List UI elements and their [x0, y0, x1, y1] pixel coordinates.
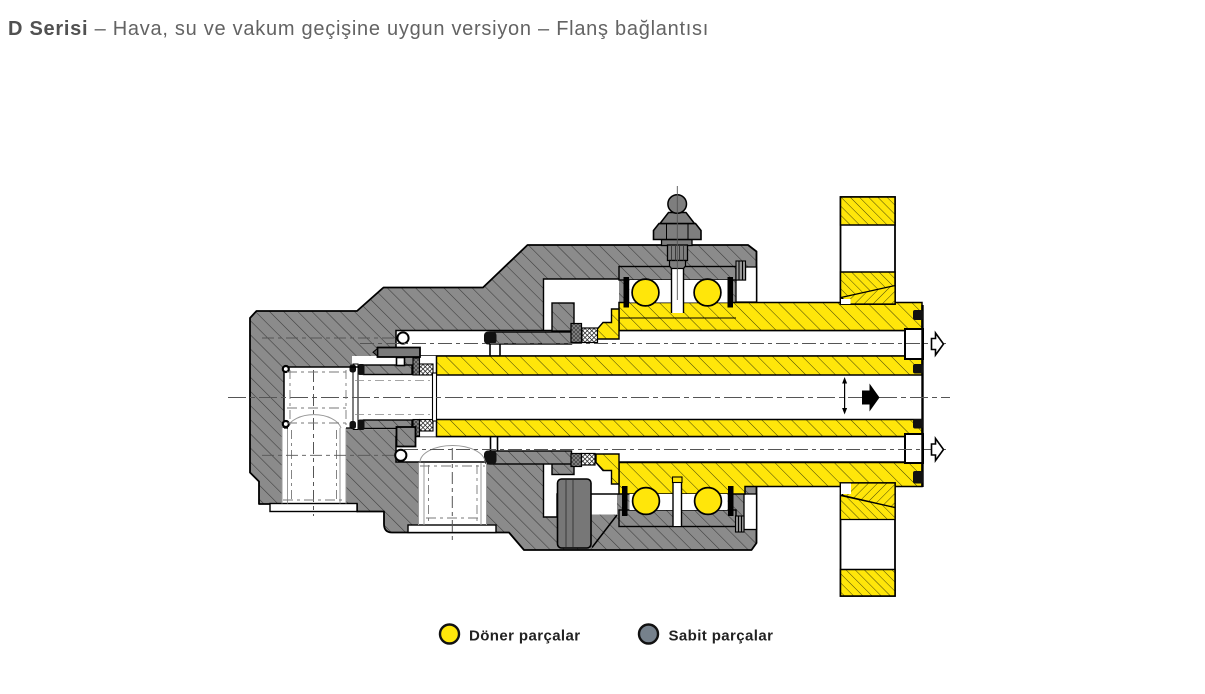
svg-text:Döner parçalar: Döner parçalar — [469, 628, 580, 645]
svg-text:Sabit parçalar: Sabit parçalar — [669, 628, 774, 645]
